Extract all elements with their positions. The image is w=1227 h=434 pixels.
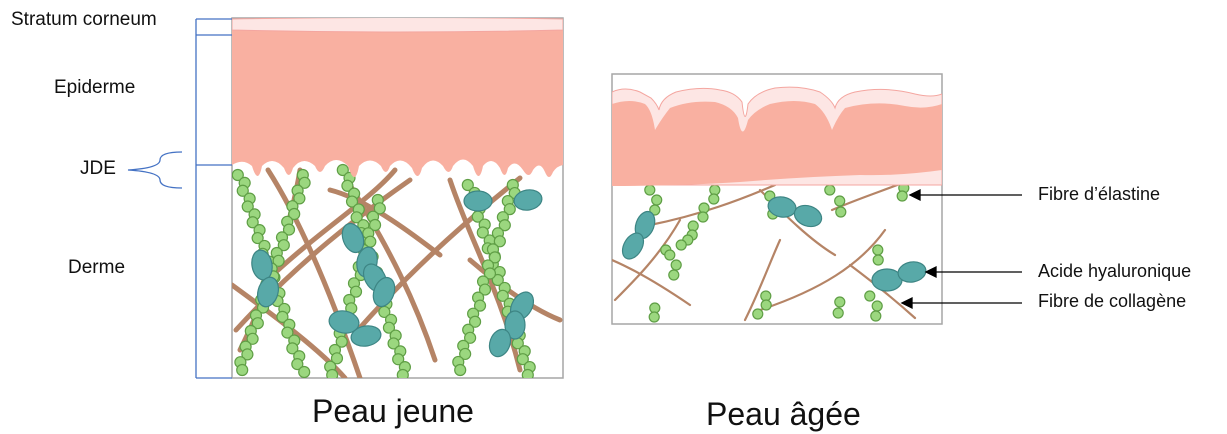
young-stratum-corneum [232, 18, 563, 33]
elastin-bead [871, 311, 881, 321]
elastin-bead [833, 308, 843, 318]
jde-brace [128, 152, 182, 188]
elastin-bead [836, 207, 846, 217]
elastin-bead [522, 370, 533, 381]
elastin-bead [873, 255, 883, 265]
young-epidermis [232, 28, 563, 177]
hyaluronic-annotation: Acide hyaluronique [1038, 261, 1191, 282]
elastin-bead [835, 297, 845, 307]
epiderme-label: Epiderme [54, 77, 135, 99]
hyaluronic-molecule [872, 269, 902, 291]
elastin-bead [873, 245, 883, 255]
elastin-bead [649, 312, 659, 322]
elastin-bead [652, 195, 662, 205]
elastin-bead [897, 191, 907, 201]
elastin-bead [753, 309, 763, 319]
elastin-bead [645, 185, 655, 195]
collagen-annotation: Fibre de collagène [1038, 291, 1186, 312]
elastin-bead [327, 370, 338, 381]
elastin-bead [455, 365, 466, 376]
elastin-bead [671, 260, 681, 270]
aged-skin-caption: Peau âgée [706, 396, 861, 433]
elastin-bead [825, 185, 835, 195]
elastin-bead [669, 270, 679, 280]
layer-brackets [128, 19, 232, 378]
elastin-bead [698, 212, 708, 222]
elastin-bead [299, 367, 310, 378]
elastin-bead [835, 196, 845, 206]
young-skin-caption: Peau jeune [312, 393, 474, 430]
young-skin-panel [232, 18, 563, 381]
hyaluronic-molecule [464, 191, 492, 211]
elastin-bead [397, 370, 408, 381]
elastin-bead [237, 365, 248, 376]
elastin-bead [761, 300, 771, 310]
elastin-bead [865, 291, 875, 301]
elastin-annotation: Fibre d’élastine [1038, 184, 1160, 205]
jde-label: JDE [80, 158, 116, 180]
elastin-bead [872, 301, 882, 311]
elastin-bead [676, 240, 686, 250]
elastin-chain [897, 183, 909, 201]
stratum-corneum-label: Stratum corneum [11, 9, 157, 31]
elastin-bead [709, 194, 719, 204]
derme-label: Derme [68, 257, 125, 279]
elastin-bead [665, 250, 675, 260]
aged-skin-panel [612, 74, 942, 324]
